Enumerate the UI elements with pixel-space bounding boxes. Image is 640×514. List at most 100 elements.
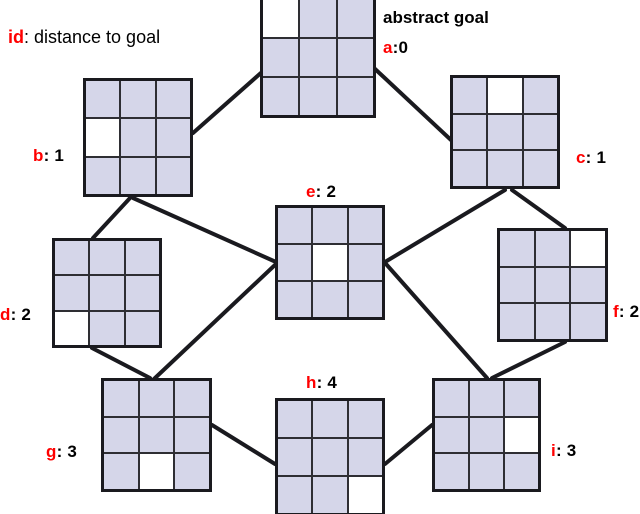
tile-cell-e-8[interactable]	[348, 282, 382, 317]
tile-cell-a-2[interactable]	[337, 0, 373, 37]
tile-cell-d-1[interactable]	[90, 241, 124, 275]
puzzle-node-b[interactable]	[83, 78, 193, 197]
tile-cell-h-1[interactable]	[313, 401, 347, 437]
tile-cell-h-3[interactable]	[278, 439, 312, 475]
tile-cell-c-6[interactable]	[453, 151, 487, 186]
puzzle-node-h[interactable]	[275, 398, 385, 514]
tile-cell-a-7[interactable]	[300, 78, 336, 115]
tile-cell-i-6[interactable]	[435, 454, 468, 489]
tile-cell-c-3[interactable]	[453, 114, 487, 150]
tile-cell-g-2[interactable]	[175, 381, 209, 416]
tile-cell-h-2[interactable]	[348, 401, 382, 437]
tile-cell-g-8[interactable]	[175, 454, 209, 489]
tile-cell-f-7[interactable]	[535, 304, 570, 339]
tile-cell-g-3[interactable]	[104, 417, 138, 453]
tile-cell-b-4[interactable]	[121, 119, 155, 156]
tile-cell-e-3[interactable]	[278, 245, 312, 280]
tile-cell-f-0[interactable]	[500, 231, 534, 266]
tile-cell-f-3[interactable]	[500, 267, 534, 303]
blank-cell-f-2[interactable]	[571, 231, 605, 266]
tile-cell-e-0[interactable]	[278, 208, 312, 243]
puzzle-node-d[interactable]	[52, 238, 162, 348]
tile-cell-b-6[interactable]	[86, 157, 120, 194]
tile-cell-d-5[interactable]	[125, 276, 159, 310]
tile-cell-f-8[interactable]	[571, 304, 605, 339]
puzzle-node-f[interactable]	[497, 228, 608, 342]
tile-cell-e-1[interactable]	[313, 208, 347, 243]
tile-cell-h-0[interactable]	[278, 401, 312, 437]
graph-edge-e-i	[384, 262, 489, 380]
tile-cell-c-5[interactable]	[523, 114, 557, 150]
tile-cell-d-0[interactable]	[55, 241, 89, 275]
tile-cell-f-6[interactable]	[500, 304, 534, 339]
tile-cell-h-7[interactable]	[313, 477, 347, 513]
puzzle-node-a[interactable]	[260, 0, 376, 118]
blank-cell-d-6[interactable]	[55, 311, 89, 345]
tile-cell-i-2[interactable]	[505, 381, 538, 416]
tile-cell-g-0[interactable]	[104, 381, 138, 416]
tile-cell-b-5[interactable]	[156, 119, 190, 156]
tile-cell-a-5[interactable]	[337, 39, 373, 76]
node-label-d: d: 2	[0, 305, 31, 325]
tile-cell-a-8[interactable]	[337, 78, 373, 115]
tile-cell-i-8[interactable]	[505, 454, 538, 489]
tile-cell-g-6[interactable]	[104, 454, 138, 489]
tile-cell-i-3[interactable]	[435, 417, 468, 453]
tile-cell-d-7[interactable]	[90, 311, 124, 345]
node-id-b: b	[33, 146, 44, 165]
tile-cell-g-4[interactable]	[139, 417, 174, 453]
puzzle-node-c[interactable]	[450, 75, 560, 189]
tile-cell-i-0[interactable]	[435, 381, 468, 416]
tile-cell-e-5[interactable]	[348, 245, 382, 280]
tile-cell-g-1[interactable]	[139, 381, 174, 416]
node-label-c: c: 1	[576, 148, 606, 168]
tile-cell-a-3[interactable]	[263, 39, 299, 76]
tile-cell-h-6[interactable]	[278, 477, 312, 513]
tile-cell-b-8[interactable]	[156, 157, 190, 194]
tile-cell-c-7[interactable]	[488, 151, 522, 186]
tile-cell-i-7[interactable]	[470, 454, 503, 489]
blank-cell-h-8[interactable]	[348, 477, 382, 513]
tile-cell-d-2[interactable]	[125, 241, 159, 275]
legend-distance-to-goal: id: distance to goal	[8, 27, 160, 48]
tile-cell-b-0[interactable]	[86, 81, 120, 118]
tile-cell-d-3[interactable]	[55, 276, 89, 310]
tile-cell-e-6[interactable]	[278, 282, 312, 317]
tile-cell-d-8[interactable]	[125, 311, 159, 345]
tile-cell-i-4[interactable]	[470, 417, 503, 453]
tile-cell-h-4[interactable]	[313, 439, 347, 475]
tile-cell-f-1[interactable]	[535, 231, 570, 266]
tile-cell-d-4[interactable]	[90, 276, 124, 310]
tile-cell-f-5[interactable]	[571, 267, 605, 303]
tile-cell-e-7[interactable]	[313, 282, 347, 317]
puzzle-node-e[interactable]	[275, 205, 385, 320]
node-id-a: a	[383, 38, 393, 57]
tile-cell-e-2[interactable]	[348, 208, 382, 243]
blank-cell-b-3[interactable]	[86, 119, 120, 156]
tile-cell-f-4[interactable]	[535, 267, 570, 303]
puzzle-node-g[interactable]	[101, 378, 212, 492]
tile-cell-i-1[interactable]	[470, 381, 503, 416]
tile-cell-c-8[interactable]	[523, 151, 557, 186]
graph-edge-c-f	[510, 188, 567, 230]
tile-cell-b-2[interactable]	[156, 81, 190, 118]
tile-cell-c-4[interactable]	[488, 114, 522, 150]
tile-cell-a-4[interactable]	[300, 39, 336, 76]
tile-cell-b-7[interactable]	[121, 157, 155, 194]
puzzle-node-i[interactable]	[432, 378, 541, 492]
node-distance-h: : 4	[316, 373, 338, 392]
blank-cell-e-4[interactable]	[313, 245, 347, 280]
node-id-g: g	[46, 442, 57, 461]
blank-cell-i-5[interactable]	[505, 417, 538, 453]
blank-cell-g-7[interactable]	[139, 454, 174, 489]
tile-cell-c-0[interactable]	[453, 78, 487, 113]
tile-cell-b-1[interactable]	[121, 81, 155, 118]
tile-cell-g-5[interactable]	[175, 417, 209, 453]
tile-cell-a-1[interactable]	[300, 0, 336, 37]
tile-cell-h-5[interactable]	[348, 439, 382, 475]
blank-cell-c-1[interactable]	[488, 78, 522, 113]
tile-cell-a-6[interactable]	[263, 78, 299, 115]
blank-cell-a-0[interactable]	[263, 0, 299, 37]
tile-cell-c-2[interactable]	[523, 78, 557, 113]
